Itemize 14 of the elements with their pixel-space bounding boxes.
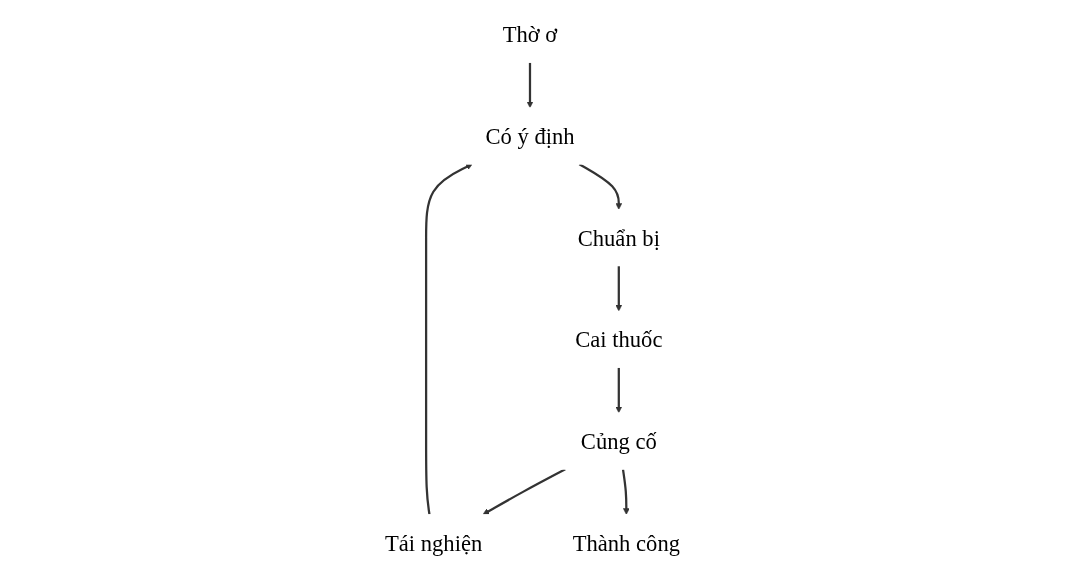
node-text: Tái nghiện	[385, 530, 483, 556]
arrow	[621, 469, 630, 515]
arrow	[425, 163, 473, 515]
arrow	[578, 163, 623, 210]
node-text: Củng cố	[580, 428, 657, 454]
node-text: Chuẩn bị	[577, 225, 660, 251]
arrow	[482, 468, 566, 515]
node-text: Thành công	[572, 530, 680, 556]
node-text: Thờ ơ	[502, 21, 558, 47]
node-text: Cai thuốc	[575, 326, 663, 352]
arrow	[526, 62, 534, 108]
arrow	[615, 367, 623, 414]
arrow	[615, 265, 623, 312]
node-text: Có ý định	[485, 123, 575, 149]
